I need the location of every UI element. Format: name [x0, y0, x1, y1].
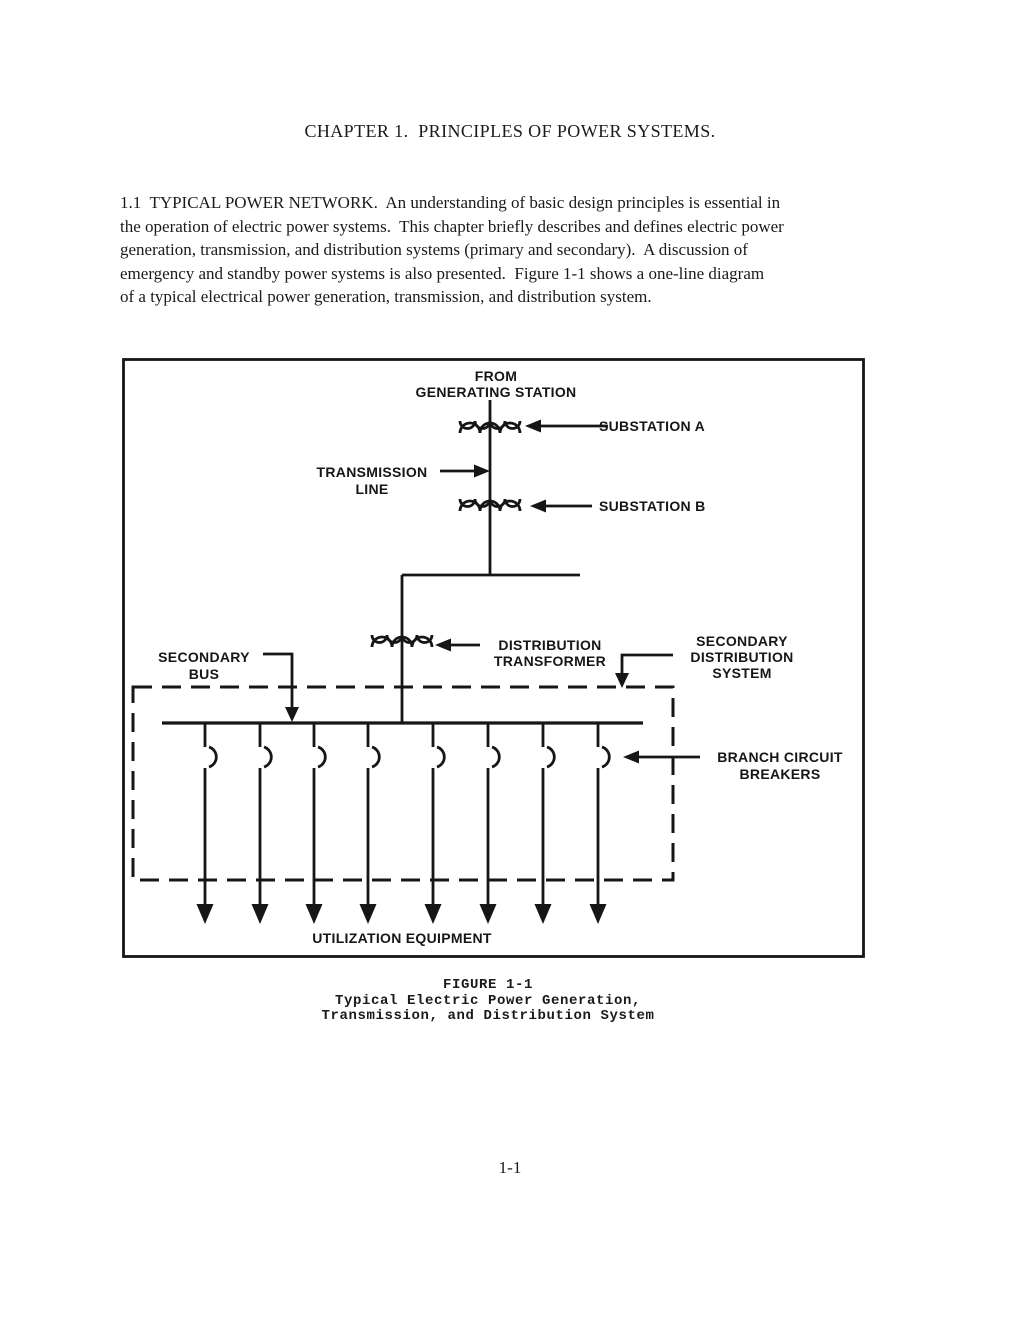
distribution-transformer-label: DISTRIBUTION	[498, 637, 601, 653]
paragraph-line: the operation of electric power systems.…	[120, 216, 784, 236]
figure-caption-line: Transmission, and Distribution System	[321, 1008, 655, 1024]
branch-circuit-breakers-label: BRANCH CIRCUIT	[717, 749, 843, 765]
secondary-bus-label: SECONDARY	[158, 649, 250, 665]
secondary-distribution-arrow	[615, 653, 673, 688]
chapter-title: CHAPTER 1. PRINCIPLES OF POWER SYSTEMS.	[304, 121, 716, 141]
paragraph-line: of a typical electrical power generation…	[120, 287, 652, 307]
from-generating-station-label: FROM	[475, 368, 517, 384]
paragraph-line: 1.1 TYPICAL POWER NETWORK. An understand…	[120, 193, 781, 212]
figure-caption-line: FIGURE 1-1	[442, 977, 533, 993]
figure-border	[122, 358, 865, 958]
figure-caption-line: Typical Electric Power Generation,	[334, 992, 642, 1009]
substation-a-transformer-symbol	[458, 420, 522, 434]
one-line-diagram: FROM GENERATING STATION SUBSTATION A TRA…	[122, 358, 865, 958]
distribution-transformer-arrow	[435, 638, 480, 652]
substation-a-label: SUBSTATION A	[599, 418, 705, 434]
transmission-line-arrow	[440, 464, 490, 478]
branch-circuit-breakers-arrow	[623, 750, 700, 764]
secondary-distribution-dashed-box	[131, 685, 675, 882]
distribution-transformer-symbol	[370, 634, 434, 648]
paragraph-line: generation, transmission, and distributi…	[120, 240, 748, 260]
secondary-bus-label: BUS	[189, 666, 219, 682]
branch-circuit-breakers-label: BREAKERS	[740, 766, 821, 782]
from-generating-station-label: GENERATING STATION	[416, 384, 577, 400]
page-number: 1-1	[498, 1158, 522, 1177]
branch-circuit	[424, 723, 446, 924]
figure-caption: FIGURE 1-1 Typical Electric Power Genera…	[0, 977, 976, 1025]
branch-circuit	[251, 723, 273, 924]
substation-b-arrow	[530, 499, 592, 513]
substation-a-arrow	[525, 419, 608, 433]
feeder-lines	[400, 400, 580, 723]
intro-paragraph: 1.1 TYPICAL POWER NETWORK. An understand…	[120, 191, 920, 309]
transmission-line-label: TRANSMISSION	[317, 464, 428, 480]
branch-circuit	[534, 723, 556, 924]
secondary-distribution-system-label: SYSTEM	[712, 665, 771, 681]
branch-circuit	[479, 723, 501, 924]
paragraph-line: emergency and standby power systems is a…	[120, 263, 765, 283]
distribution-transformer-label: TRANSFORMER	[494, 653, 606, 669]
substation-b-transformer-symbol	[458, 498, 522, 512]
secondary-distribution-system-label: SECONDARY	[696, 633, 788, 649]
utilization-equipment-label: UTILIZATION EQUIPMENT	[312, 930, 492, 946]
transmission-line-label: LINE	[355, 481, 388, 497]
branch-circuit	[196, 723, 218, 924]
secondary-bus-arrow	[263, 652, 299, 722]
substation-b-label: SUBSTATION B	[599, 498, 706, 514]
branch-circuit	[359, 723, 381, 924]
branch-circuits	[196, 723, 611, 924]
branch-circuit	[305, 723, 327, 924]
secondary-distribution-system-label: DISTRIBUTION	[690, 649, 793, 665]
branch-circuit	[589, 723, 611, 924]
